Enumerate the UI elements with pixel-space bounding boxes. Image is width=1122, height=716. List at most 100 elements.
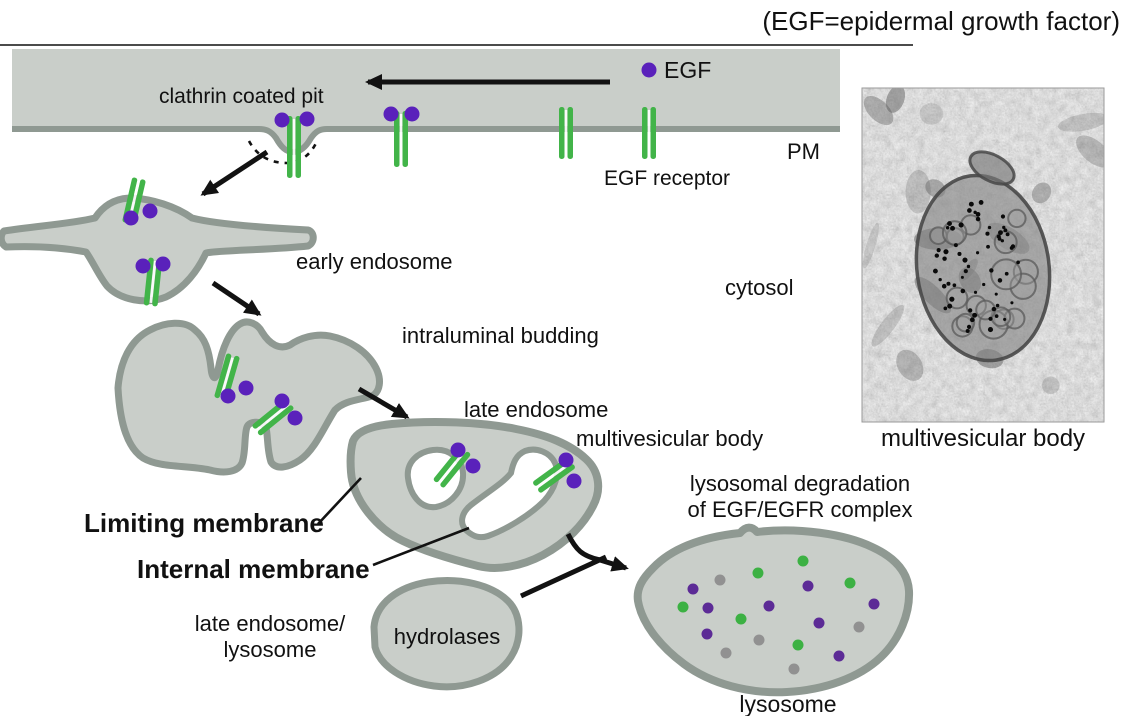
em-gold-particle — [978, 200, 984, 205]
em-gold-particle — [947, 221, 952, 227]
em-gold-particle — [975, 216, 981, 222]
lysosomal-degradation-label: lysosomal degradation of EGF/EGFR comple… — [688, 471, 913, 523]
receptor-gap — [647, 110, 651, 156]
egf-molecule — [558, 452, 574, 468]
hydrolases-label: hydrolases — [393, 624, 501, 650]
em-dark-patch — [885, 88, 906, 113]
em-gold-particle — [989, 268, 994, 273]
receptor-bar — [440, 451, 471, 488]
extracellular-region — [12, 49, 840, 151]
em-gold-particle — [968, 201, 974, 207]
em-gold-particle — [973, 290, 978, 294]
em-mvb-structures — [862, 88, 1104, 395]
lysosomal-degradation-line2: of EGF/EGFR complex — [687, 496, 913, 522]
receptor-bar — [538, 464, 575, 493]
receptor-bar — [559, 107, 565, 159]
em-gold-particle — [960, 288, 966, 294]
cytosol-label: cytosol — [725, 275, 794, 300]
egf-molecule — [566, 473, 582, 489]
egf-molecule — [238, 380, 254, 396]
pm-label: PM — [787, 139, 820, 164]
late-endosome-label: late endosome — [464, 397, 609, 422]
em-gold-particle — [936, 248, 941, 253]
em-gold-particle — [1002, 225, 1006, 230]
degraded-fragment-dot — [687, 583, 699, 595]
em-gold-particle — [994, 292, 998, 296]
degraded-fragment-dot — [868, 598, 880, 610]
degraded-fragment-dot — [753, 634, 765, 646]
em-gold-particle — [950, 225, 955, 231]
egf-molecule — [274, 393, 290, 409]
egf-molecule — [220, 388, 236, 404]
em-gold-particle — [942, 256, 947, 261]
degraded-fragment-dot — [802, 580, 814, 592]
em-gold-particle — [982, 282, 986, 287]
egf-molecule — [404, 106, 420, 122]
em-gold-particle — [968, 308, 973, 313]
multivesicular-body-label: multivesicular body — [576, 426, 764, 451]
em-gold-particle — [1000, 214, 1006, 219]
em-gold-particle — [985, 231, 990, 236]
em-micrograph — [862, 88, 1104, 422]
clathrin-pit-label: clathrin coated pit — [159, 85, 324, 108]
em-gold-particle — [988, 316, 993, 321]
egf-molecule — [465, 458, 481, 474]
receptor-gap — [257, 404, 289, 430]
late-endosome-mvb-shape — [346, 417, 603, 572]
egf-receptor — [642, 107, 656, 159]
em-frame — [861, 87, 1105, 423]
em-gold-particle — [987, 225, 992, 230]
em-gold-particle — [986, 244, 990, 249]
em-gold-particle — [1000, 239, 1004, 243]
hydrolases-vesicle-shape — [370, 577, 523, 691]
internal-membrane-label: Internal membrane — [137, 554, 370, 584]
lysosome-label: lysosome — [739, 691, 837, 716]
degraded-fragment-dot — [788, 663, 800, 675]
egf-molecule — [155, 256, 171, 272]
em-dark-patch — [905, 170, 931, 214]
egf-molecule — [142, 203, 158, 219]
em-gold-particle — [966, 264, 971, 269]
em-gold-particle — [947, 303, 953, 309]
em-gold-particle — [1010, 244, 1016, 249]
degraded-fragment-dot — [813, 617, 825, 629]
degraded-fragment-dot — [677, 601, 689, 613]
em-gold-particle — [1003, 228, 1008, 233]
egf-receptor — [394, 111, 408, 167]
intraluminal-budding-shape — [114, 318, 383, 476]
degraded-fragment-dot — [714, 574, 726, 586]
receptor-gap — [149, 260, 157, 304]
degraded-fragment-dot — [844, 577, 856, 589]
egf-molecule — [450, 442, 466, 458]
em-gold-particle — [962, 257, 968, 263]
receptor-gap — [564, 110, 568, 156]
receptor-bar — [295, 116, 301, 178]
egf-legend-dot — [641, 62, 657, 78]
em-gold-particle — [966, 324, 972, 329]
egf-molecule — [383, 106, 399, 122]
receptor-gap — [220, 357, 234, 397]
receptor-bar — [650, 107, 656, 159]
receptor-gap — [439, 451, 465, 483]
late-endosome-lysosome-line1: late endosome/ — [194, 611, 346, 636]
em-gold-particle — [943, 249, 949, 255]
lysosomal-degradation-line1: lysosomal degradation — [689, 471, 911, 496]
arrow-early-to-budding — [211, 280, 262, 317]
em-gold-particle — [994, 314, 999, 318]
degraded-fragment-dot — [735, 613, 747, 625]
em-gold-particle — [953, 243, 958, 248]
em-dark-patch — [1076, 135, 1104, 168]
egf-molecule — [274, 112, 290, 128]
em-gold-particle — [975, 251, 980, 255]
limiting-membrane-label: Limiting membrane — [84, 508, 324, 538]
em-dark-patch — [1041, 376, 1060, 395]
egf-molecule — [299, 111, 315, 127]
em-gold-particle — [972, 312, 978, 318]
em-gold-particle — [975, 211, 981, 217]
receptor-bar — [122, 177, 138, 223]
page-title: (EGF=epidermal growth factor) — [762, 6, 1120, 36]
receptor-gap — [537, 462, 571, 488]
arrow-pit-to-early-endosome — [200, 149, 269, 197]
